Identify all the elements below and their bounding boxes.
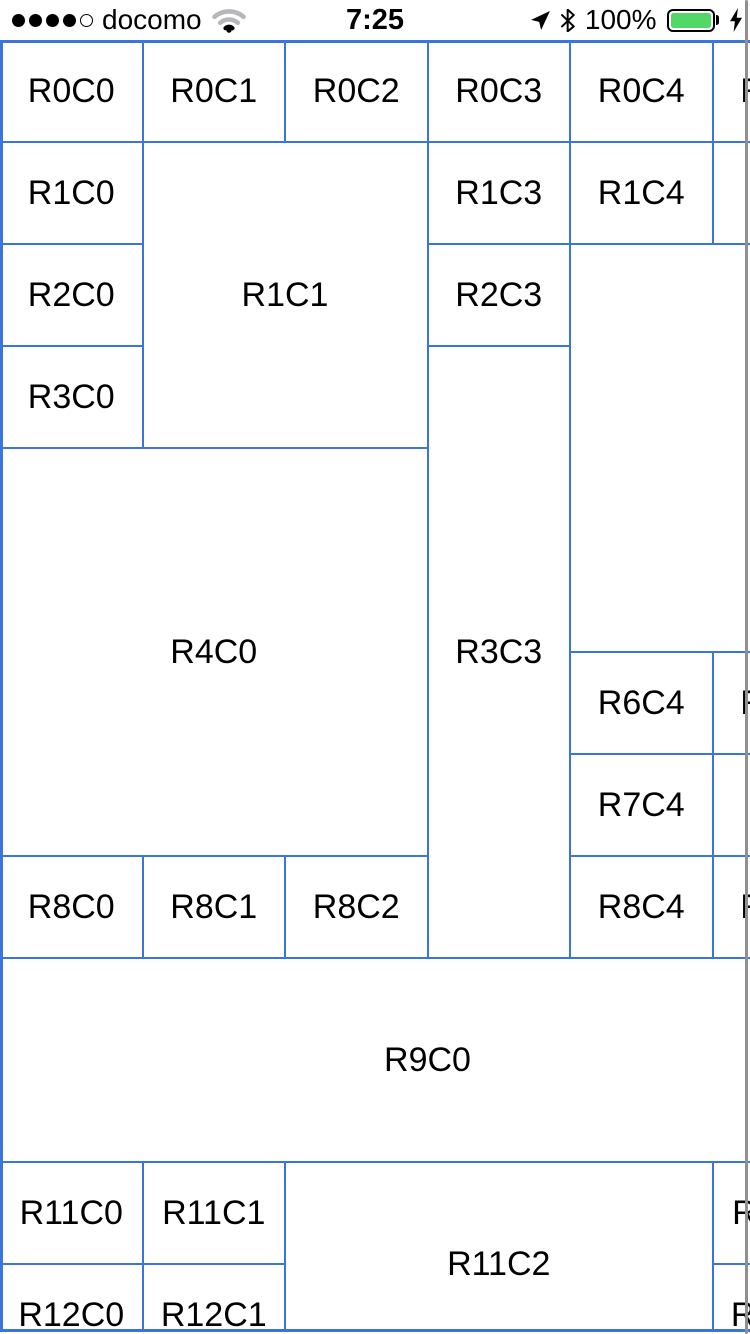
grid-cell[interactable]: R12C0 [0, 1264, 143, 1332]
status-bar: docomo 7:25 100% [0, 0, 750, 40]
grid-cell-label: R0C2 [312, 71, 400, 110]
grid-cell[interactable]: R3C3 [427, 346, 570, 958]
battery-tip [716, 15, 719, 25]
grid-cell[interactable]: R9C0 [0, 958, 750, 1162]
status-bar-left: docomo [12, 0, 247, 40]
grid-cell[interactable] [570, 244, 750, 652]
signal-dot-filled [12, 13, 25, 27]
grid-cell-label: R8C2 [312, 887, 400, 926]
grid-cell-label: R1C3 [455, 173, 543, 212]
grid-border-top [0, 40, 750, 43]
grid-cell[interactable]: R0C4 [570, 40, 713, 142]
wifi-icon [211, 9, 246, 33]
grid-cell[interactable]: R6C4 [570, 652, 713, 754]
grid-cell-label: R8C1 [170, 887, 258, 926]
grid-cell-label: R4C0 [170, 632, 258, 671]
grid-border-bottom [0, 1329, 750, 1332]
signal-dot-filled [29, 13, 42, 27]
grid-cell-label: R1C4 [597, 173, 685, 212]
grid-cell[interactable]: R11C2 [285, 1162, 713, 1332]
grid-cell[interactable]: R0C0 [0, 40, 143, 142]
collection-view: R12C5R12C1R12C0R11C5R11C2R11C1R11C0R9C0R… [0, 40, 750, 1332]
grid-cell-label: R7C4 [597, 785, 685, 824]
signal-strength-dots [12, 13, 93, 27]
scroll-indicator[interactable] [745, 0, 748, 1334]
grid-cell[interactable]: R0C3 [427, 40, 570, 142]
signal-dot-empty [80, 13, 93, 27]
grid-cell-label: R3C3 [455, 632, 543, 671]
grid-cell[interactable]: R1C0 [0, 142, 143, 244]
grid-cell-label: R0C3 [455, 71, 543, 110]
grid-cell[interactable] [712, 754, 750, 856]
grid-cell[interactable]: R0C2 [285, 40, 428, 142]
grid-cell-label: R12C0 [18, 1295, 125, 1333]
grid-cell[interactable]: R8C0 [0, 856, 143, 958]
bluetooth-icon [560, 8, 575, 32]
grid-cell[interactable]: R4C0 [0, 448, 428, 856]
grid-border-left [0, 40, 3, 1332]
grid-cell[interactable]: R8C4 [570, 856, 713, 958]
grid-cell-label: R0C1 [170, 71, 258, 110]
grid-cell-label: R0C4 [597, 71, 685, 110]
battery-icon [666, 8, 719, 32]
grid-cell-label: R1C1 [241, 275, 329, 314]
grid-cell-label: R8C0 [27, 887, 115, 926]
grid-cell[interactable]: R8C2 [285, 856, 428, 958]
grid-cell-label: R1C0 [27, 173, 115, 212]
grid-cell[interactable]: R11C0 [0, 1162, 143, 1264]
charging-bolt-icon [730, 8, 742, 32]
grid-cell[interactable]: R1C4 [570, 142, 713, 244]
grid-cell-label: R3C0 [27, 377, 115, 416]
signal-dot-filled [63, 13, 76, 27]
grid-cell[interactable]: R1C1 [142, 142, 428, 448]
grid-cell[interactable]: R12C1 [142, 1264, 285, 1333]
battery-fill [670, 12, 711, 28]
grid-cell-label: R0C0 [27, 71, 115, 110]
grid-cell[interactable]: R7C4 [570, 754, 713, 856]
grid-cell[interactable]: R1C3 [427, 142, 570, 244]
grid-cell[interactable]: R3C0 [0, 346, 143, 448]
status-bar-right: 100% [530, 0, 743, 40]
grid-cell[interactable]: R0C1 [142, 40, 285, 142]
grid-cell[interactable]: R2C3 [427, 244, 570, 346]
grid-cell[interactable]: R2C0 [0, 244, 143, 346]
grid-cell-label: R2C0 [27, 275, 115, 314]
grid-cell[interactable]: R8C1 [142, 856, 285, 958]
grid-cell-label: R11C1 [162, 1193, 266, 1232]
battery-percent-label: 100% [584, 4, 657, 35]
grid-cell[interactable] [712, 142, 750, 244]
grid-cell-label: R2C3 [455, 275, 543, 314]
battery-body [666, 8, 715, 32]
grid-cell-label: R6C4 [597, 683, 685, 722]
grid-cell-label: R8C4 [597, 887, 685, 926]
location-arrow-icon [530, 10, 550, 30]
grid-cell-label: R12C1 [160, 1295, 267, 1333]
grid-cell-label: R11C0 [19, 1193, 123, 1232]
clock: 7:25 [345, 4, 405, 36]
carrier-label: docomo [102, 4, 202, 35]
grid-cell-label: R11C2 [447, 1244, 551, 1283]
grid-cell[interactable]: R11C1 [142, 1162, 285, 1264]
grid-cell[interactable]: R8C5 [712, 856, 750, 958]
signal-dot-filled [46, 13, 59, 27]
grid-cell-label: R9C0 [384, 1040, 471, 1079]
